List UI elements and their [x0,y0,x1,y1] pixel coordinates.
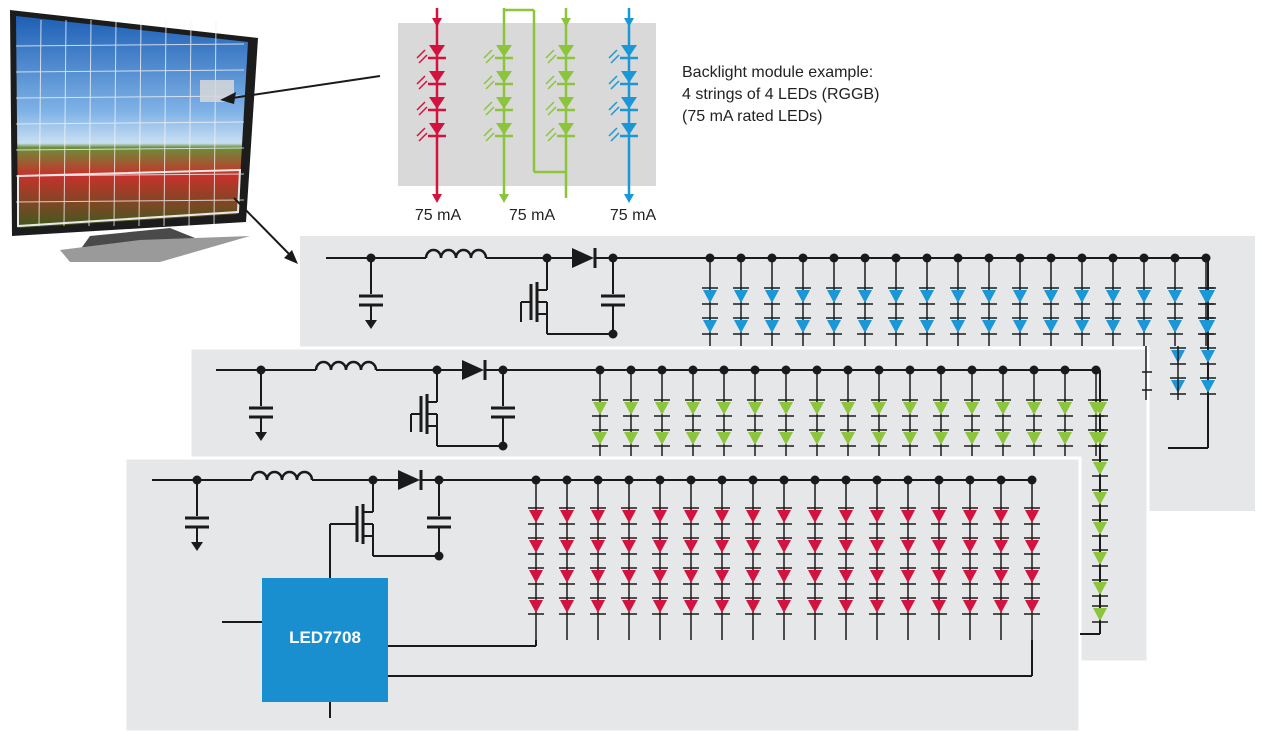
ground-icon [255,432,267,441]
inductor-icon [424,248,488,259]
green-led-array [520,365,1104,456]
blue-led-array [630,253,1214,346]
ground-icon [365,320,377,329]
current-label-green: 75 mA [508,207,556,224]
led-string-green-1 [483,8,513,198]
current-label-red: 75 mA [414,207,462,224]
green-boost-converter [216,360,566,451]
led-string-green-2 [545,8,575,198]
caption: Backlight module example: 4 strings of 4… [682,62,982,128]
caption-line-2: 4 strings of 4 LEDs (RGGB) [682,86,880,103]
current-label-blue: 75 mA [609,207,657,224]
diode-icon [462,360,487,380]
caption-line-3: (75 mA rated LEDs) [682,108,823,125]
led7708-controller [262,578,388,702]
caption-line-1: Backlight module example: [682,64,874,81]
red-led-array [456,475,1040,640]
inductor-icon [250,470,314,481]
diode-icon [398,470,423,490]
controller-label: LED7708 [289,628,361,647]
green-extra-string [1080,370,1108,635]
ground-icon [191,542,203,551]
blue-extra-strings [1142,258,1216,449]
tv-icon [10,10,258,262]
led-string-blue [608,8,638,203]
blue-boost-converter [326,248,676,339]
inductor-icon [314,360,378,371]
led-string-red [416,8,446,203]
controller-feedback-wires [388,640,1033,677]
diode-icon [572,248,597,268]
